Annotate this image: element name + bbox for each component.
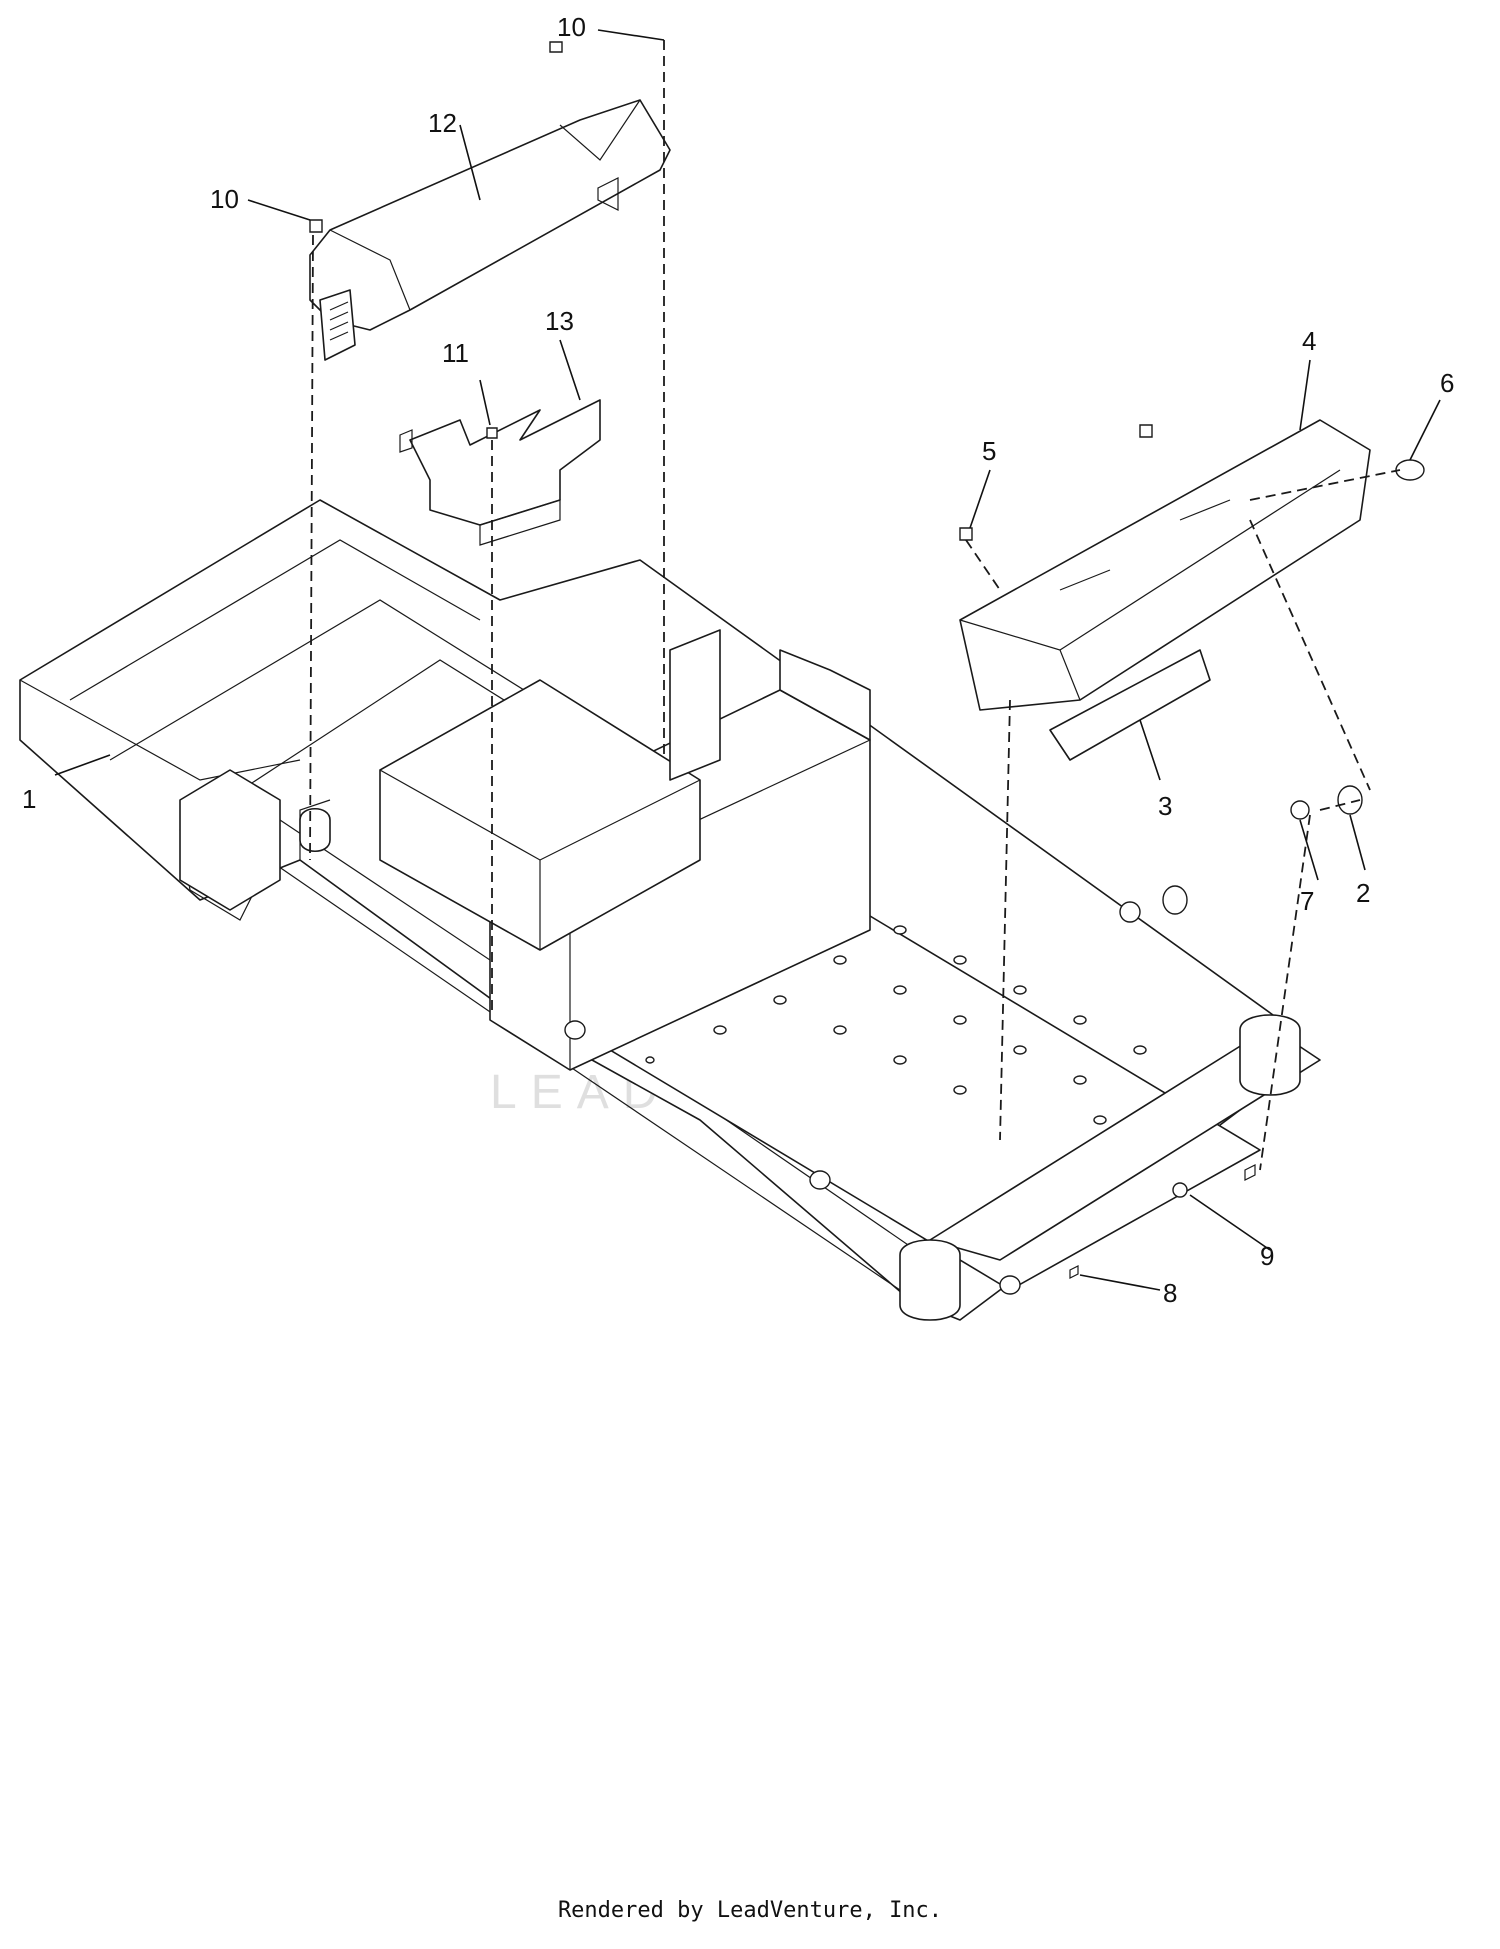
callout-7: 7 xyxy=(1300,886,1314,916)
callout-5: 5 xyxy=(982,436,996,466)
callout-10-left: 10 xyxy=(210,184,239,214)
leader-lines xyxy=(54,29,1441,1291)
callout-2: 2 xyxy=(1356,878,1370,908)
floor-holes xyxy=(713,925,1147,1125)
bracket-part-3 xyxy=(1049,649,1211,761)
callout-3: 3 xyxy=(1158,791,1172,821)
control-cover-part-12 xyxy=(309,99,671,361)
callout-4: 4 xyxy=(1302,326,1316,356)
foot-cover-part-4 xyxy=(959,419,1371,711)
callout-10-top: 10 xyxy=(557,12,586,42)
bracket-part-13 xyxy=(399,399,601,546)
callout-12: 12 xyxy=(428,108,457,138)
callout-11: 11 xyxy=(442,338,469,368)
frame-part-1 xyxy=(19,499,1321,1321)
callout-6: 6 xyxy=(1440,368,1454,398)
callout-8: 8 xyxy=(1163,1278,1177,1308)
callout-1: 1 xyxy=(22,784,36,814)
assembly-lines xyxy=(309,40,1401,1171)
render-credit: Rendered by LeadVenture, Inc. xyxy=(557,1898,943,1923)
callouts: 1 2 3 4 5 6 7 8 9 10 10 11 12 13 xyxy=(22,12,1454,1308)
callout-9: 9 xyxy=(1260,1241,1274,1271)
callout-13: 13 xyxy=(545,306,574,336)
